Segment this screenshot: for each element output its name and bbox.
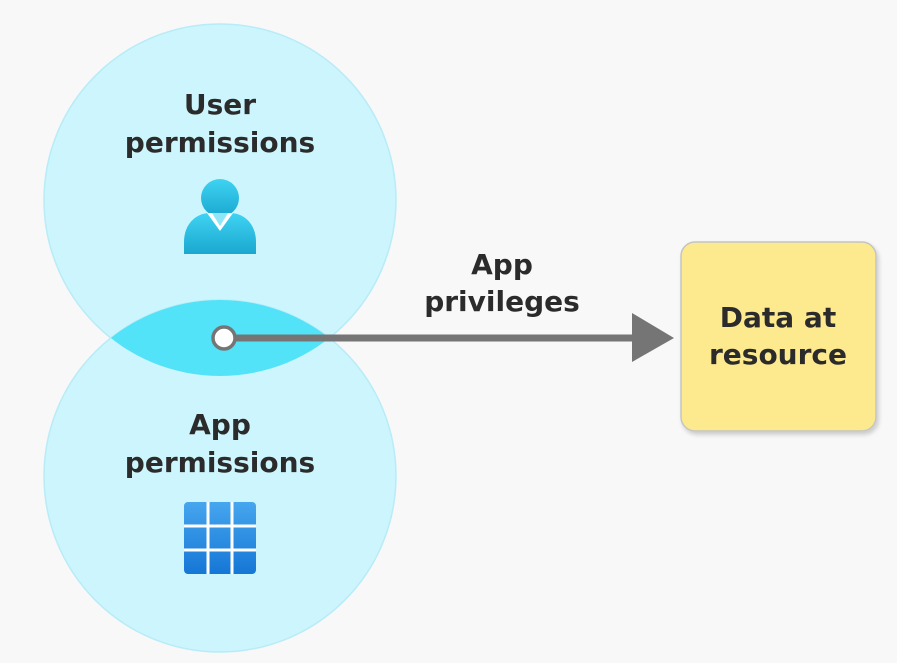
user-permissions-label-line2: permissions	[125, 126, 315, 159]
app-privileges-label-line1: App	[471, 248, 533, 281]
user-permissions-label-line1: User	[184, 88, 256, 121]
user-icon	[184, 179, 256, 254]
arrow-origin-node	[211, 325, 237, 351]
app-permissions-label-line2: permissions	[125, 446, 315, 479]
app-privileges-arrow	[211, 313, 674, 362]
app-permissions-label-line1: App	[189, 408, 251, 441]
app-grid-icon	[184, 502, 256, 574]
data-at-resource-box	[680, 241, 877, 432]
app-privileges-label-line2: privileges	[424, 285, 580, 318]
resource-label-line2: resource	[709, 338, 847, 371]
resource-label-line1: Data at	[720, 301, 836, 334]
